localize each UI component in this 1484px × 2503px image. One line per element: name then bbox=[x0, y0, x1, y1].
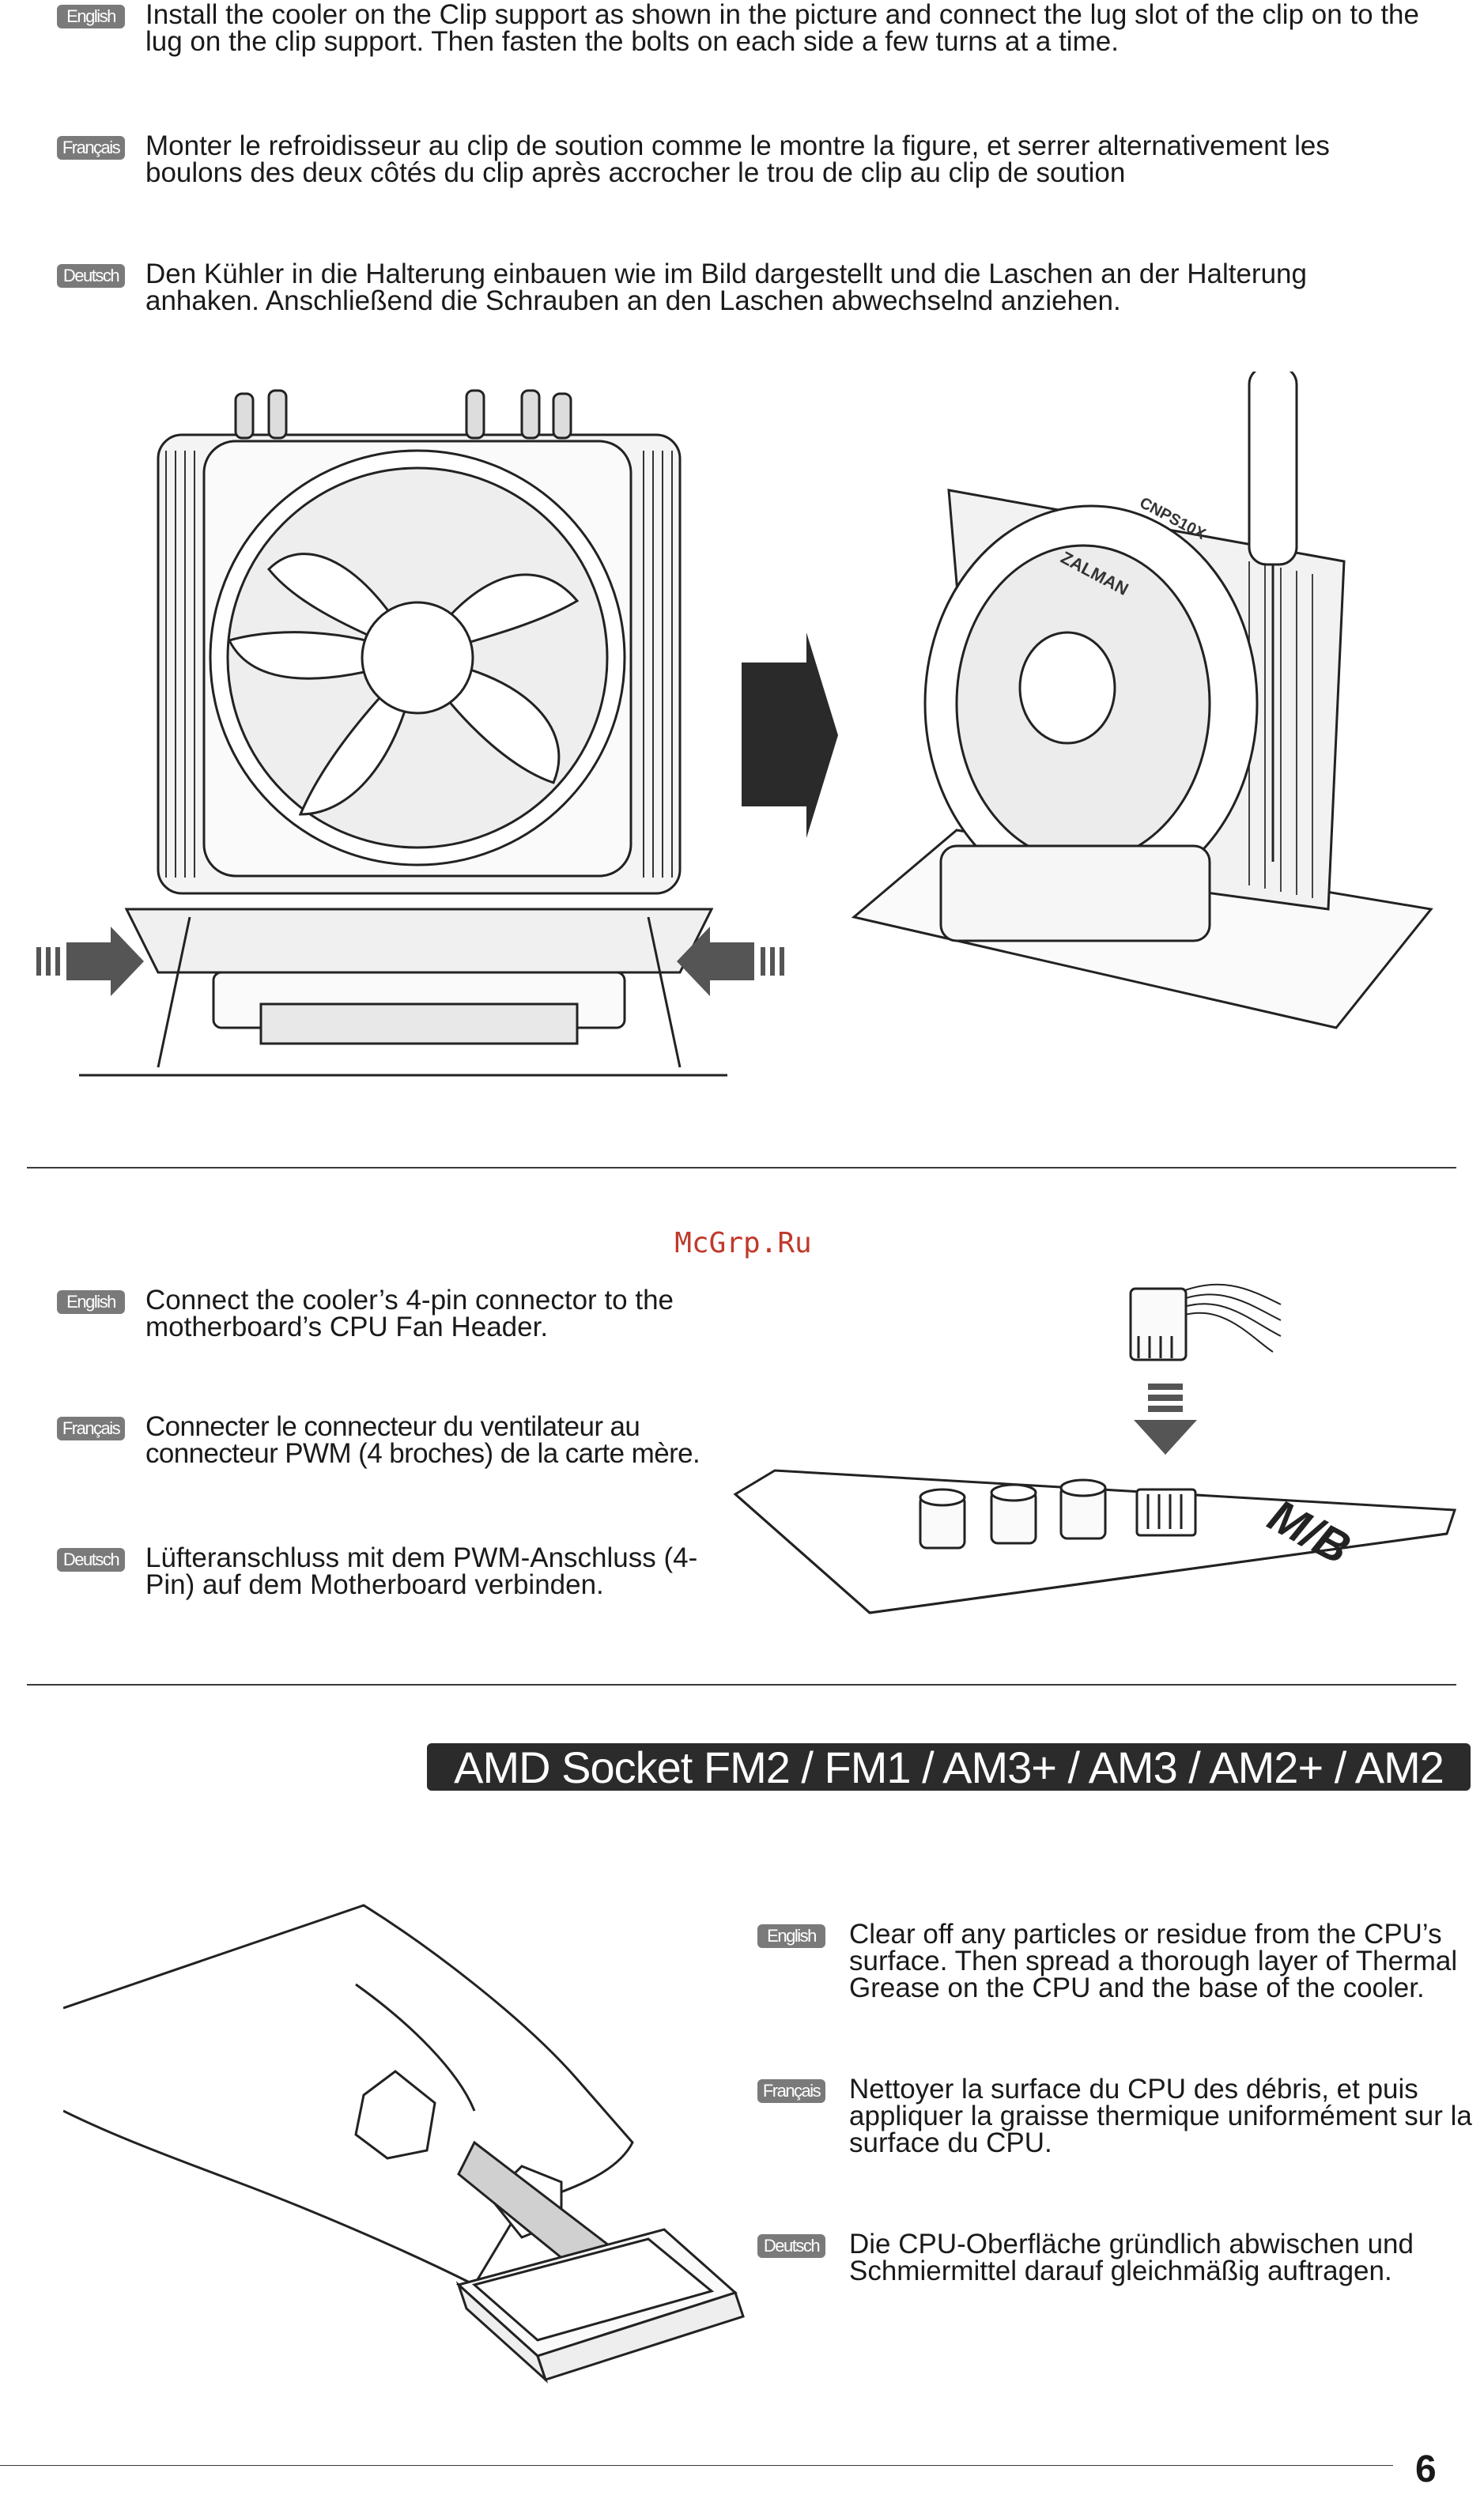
grease-text-english: Clear off any particles or residue from … bbox=[849, 1919, 1458, 2003]
grease-text-german: Die CPU-Oberfläche gründlich abwischen u… bbox=[849, 2229, 1414, 2286]
footer-rule bbox=[0, 2465, 1393, 2466]
lang-badge-german: Deutsch bbox=[57, 264, 125, 288]
next-step-arrow bbox=[742, 632, 838, 838]
socket-section-banner: AMD Socket FM2 / FM1 / AM3+ / AM3 / AM2+… bbox=[427, 1742, 1471, 1792]
lang-badge-french: Français bbox=[57, 1417, 125, 1440]
lang-badge-english: English bbox=[57, 5, 125, 28]
lang-badge-english: English bbox=[57, 1290, 125, 1314]
cooler-front-view bbox=[79, 389, 727, 1077]
instruction-text-english: Install the cooler on the Clip support a… bbox=[145, 0, 1419, 57]
section-divider-2 bbox=[27, 1684, 1456, 1686]
fan-connector-illustration: M/B bbox=[727, 1257, 1471, 1621]
connector-text-english: Connect the cooler’s 4-pin connector to … bbox=[145, 1285, 674, 1342]
lang-badge-german: Deutsch bbox=[57, 1548, 125, 1572]
push-arrow-left bbox=[36, 927, 144, 996]
lang-badge-french: Français bbox=[57, 136, 125, 160]
connector-text-french: Connecter le connecteur du ventilateur a… bbox=[145, 1411, 700, 1469]
thermal-grease-illustration bbox=[63, 1874, 759, 2388]
grease-text-french: Nettoyer la surface du CPU des débris, e… bbox=[849, 2074, 1472, 2158]
watermark: McGrp.Ru bbox=[674, 1227, 812, 1259]
instruction-text-french: Monter le refroidisseur au clip de souti… bbox=[145, 130, 1330, 188]
plug-in-arrow bbox=[1134, 1384, 1197, 1455]
instruction-text-german: Den Kühler in die Halterung einbauen wie… bbox=[145, 259, 1307, 316]
lang-badge-french: Français bbox=[757, 2079, 825, 2103]
lang-badge-german: Deutsch bbox=[757, 2234, 825, 2258]
section-divider-1 bbox=[27, 1167, 1456, 1168]
lang-badge-english: English bbox=[757, 1924, 825, 1948]
page-number: 6 bbox=[1415, 2448, 1437, 2490]
cooler-install-illustration: ZALMAN CNPS10X bbox=[32, 372, 1455, 1099]
push-arrow-right bbox=[677, 927, 784, 996]
cooler-installed-view bbox=[851, 372, 1433, 1029]
connector-text-german: Lüfteranschluss mit dem PWM-Anschluss (4… bbox=[145, 1542, 698, 1600]
